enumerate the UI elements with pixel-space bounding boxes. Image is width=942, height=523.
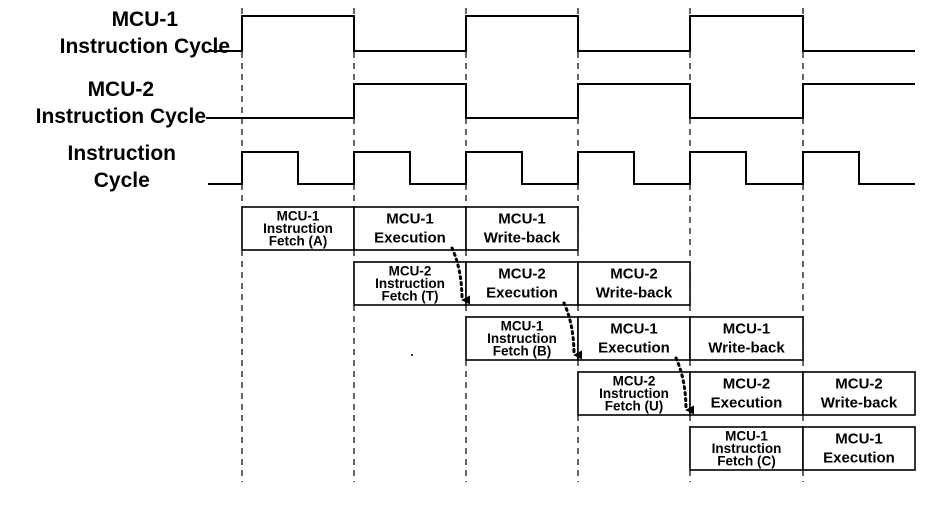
signal-label-clock: Instruction Cycle xyxy=(68,140,177,194)
pipeline-stage-text: Fetch (T) xyxy=(382,289,439,304)
signal-label-clock-line2: Cycle xyxy=(93,169,150,192)
signal-label-mcu2-line1: MCU-2 xyxy=(87,78,155,101)
pipeline-stage-rect xyxy=(689,426,804,471)
pipeline-stage-text: Instruction xyxy=(712,441,782,456)
dependency-arrows xyxy=(450,246,695,415)
pipeline-stage-rect xyxy=(465,206,579,251)
pipeline-stage-text: Write-back xyxy=(821,395,898,412)
signal-label-mcu1-line1: MCU-1 xyxy=(111,8,179,31)
pipeline-stage-rect xyxy=(577,261,691,306)
pipeline-stage-text: Write-back xyxy=(484,230,561,247)
pipeline-stage-text: MCU-2 xyxy=(610,266,658,283)
clock-waveform xyxy=(208,151,915,185)
pipeline-stage-text: MCU-2 xyxy=(613,374,656,389)
pipeline-stage-text: Instruction xyxy=(263,221,333,236)
pipeline-stage-text: Write-back xyxy=(596,285,673,302)
pipeline-stage-text: MCU-1 xyxy=(723,321,771,338)
pipeline-stage-text: Instruction xyxy=(375,276,445,291)
pipeline-stage-text: MCU-1 xyxy=(386,211,434,228)
pipeline-stage-rect xyxy=(241,206,355,251)
pipeline-stage-text: MCU-2 xyxy=(723,376,771,393)
mcu2-waveform xyxy=(206,83,915,119)
dependency-arrow xyxy=(450,246,471,305)
pipeline-stage-text: Execution xyxy=(374,230,446,247)
pipeline-stage-text: MCU-1 xyxy=(277,209,320,224)
pipeline-stage-rect xyxy=(353,261,467,306)
signal-label-mcu2: MCU-2 Instruction Cycle xyxy=(36,76,206,130)
pipeline-stage-text: MCU-1 xyxy=(725,429,768,444)
pipeline-stage-rect xyxy=(689,316,804,361)
pipeline-stage-text: Fetch (U) xyxy=(605,399,664,414)
signal-label-mcu2-line2: Instruction Cycle xyxy=(35,105,206,128)
pipeline-stage-text: MCU-2 xyxy=(389,264,432,279)
pipeline-stage-text: MCU-1 xyxy=(610,321,658,338)
pipeline-stage-rect xyxy=(577,316,691,361)
pipeline-stage-text: MCU-1 xyxy=(498,211,546,228)
pipeline-stage-text: Fetch (B) xyxy=(493,344,552,359)
dependency-arrow xyxy=(562,301,583,360)
signal-label-mcu1-line2: Instruction Cycle xyxy=(59,35,230,58)
pipeline-stage-text: Fetch (A) xyxy=(269,234,328,249)
pipeline-stage-text: Execution xyxy=(598,340,670,357)
pipeline-stage-text: MCU-2 xyxy=(498,266,546,283)
dependency-arrow xyxy=(674,356,695,415)
pipeline-stage-text: Instruction xyxy=(487,331,557,346)
signal-label-mcu1: MCU-1 Instruction Cycle xyxy=(60,6,230,60)
pipeline-stage-text: Execution xyxy=(486,285,558,302)
pipeline-stage-text: MCU-1 xyxy=(501,319,544,334)
pipeline-stage-text: Execution xyxy=(711,395,783,412)
speck xyxy=(411,354,413,356)
pipeline-stage-text: Write-back xyxy=(708,340,785,357)
pipeline-stage-text: MCU-2 xyxy=(835,376,883,393)
signal-label-clock-line1: Instruction xyxy=(67,142,177,165)
pipeline-stage-text: Fetch (C) xyxy=(717,454,776,469)
pipeline-stage-text: Instruction xyxy=(599,386,669,401)
mcu1-waveform xyxy=(210,15,915,52)
pipeline-stage-text: Execution xyxy=(823,450,895,467)
pipeline-stage-rect xyxy=(802,371,916,416)
pipeline-stage-rect xyxy=(577,371,691,416)
pipeline-stage-rect xyxy=(689,371,804,416)
pipeline-stage-text: MCU-1 xyxy=(835,431,883,448)
pipeline-stage-rect xyxy=(802,426,916,471)
